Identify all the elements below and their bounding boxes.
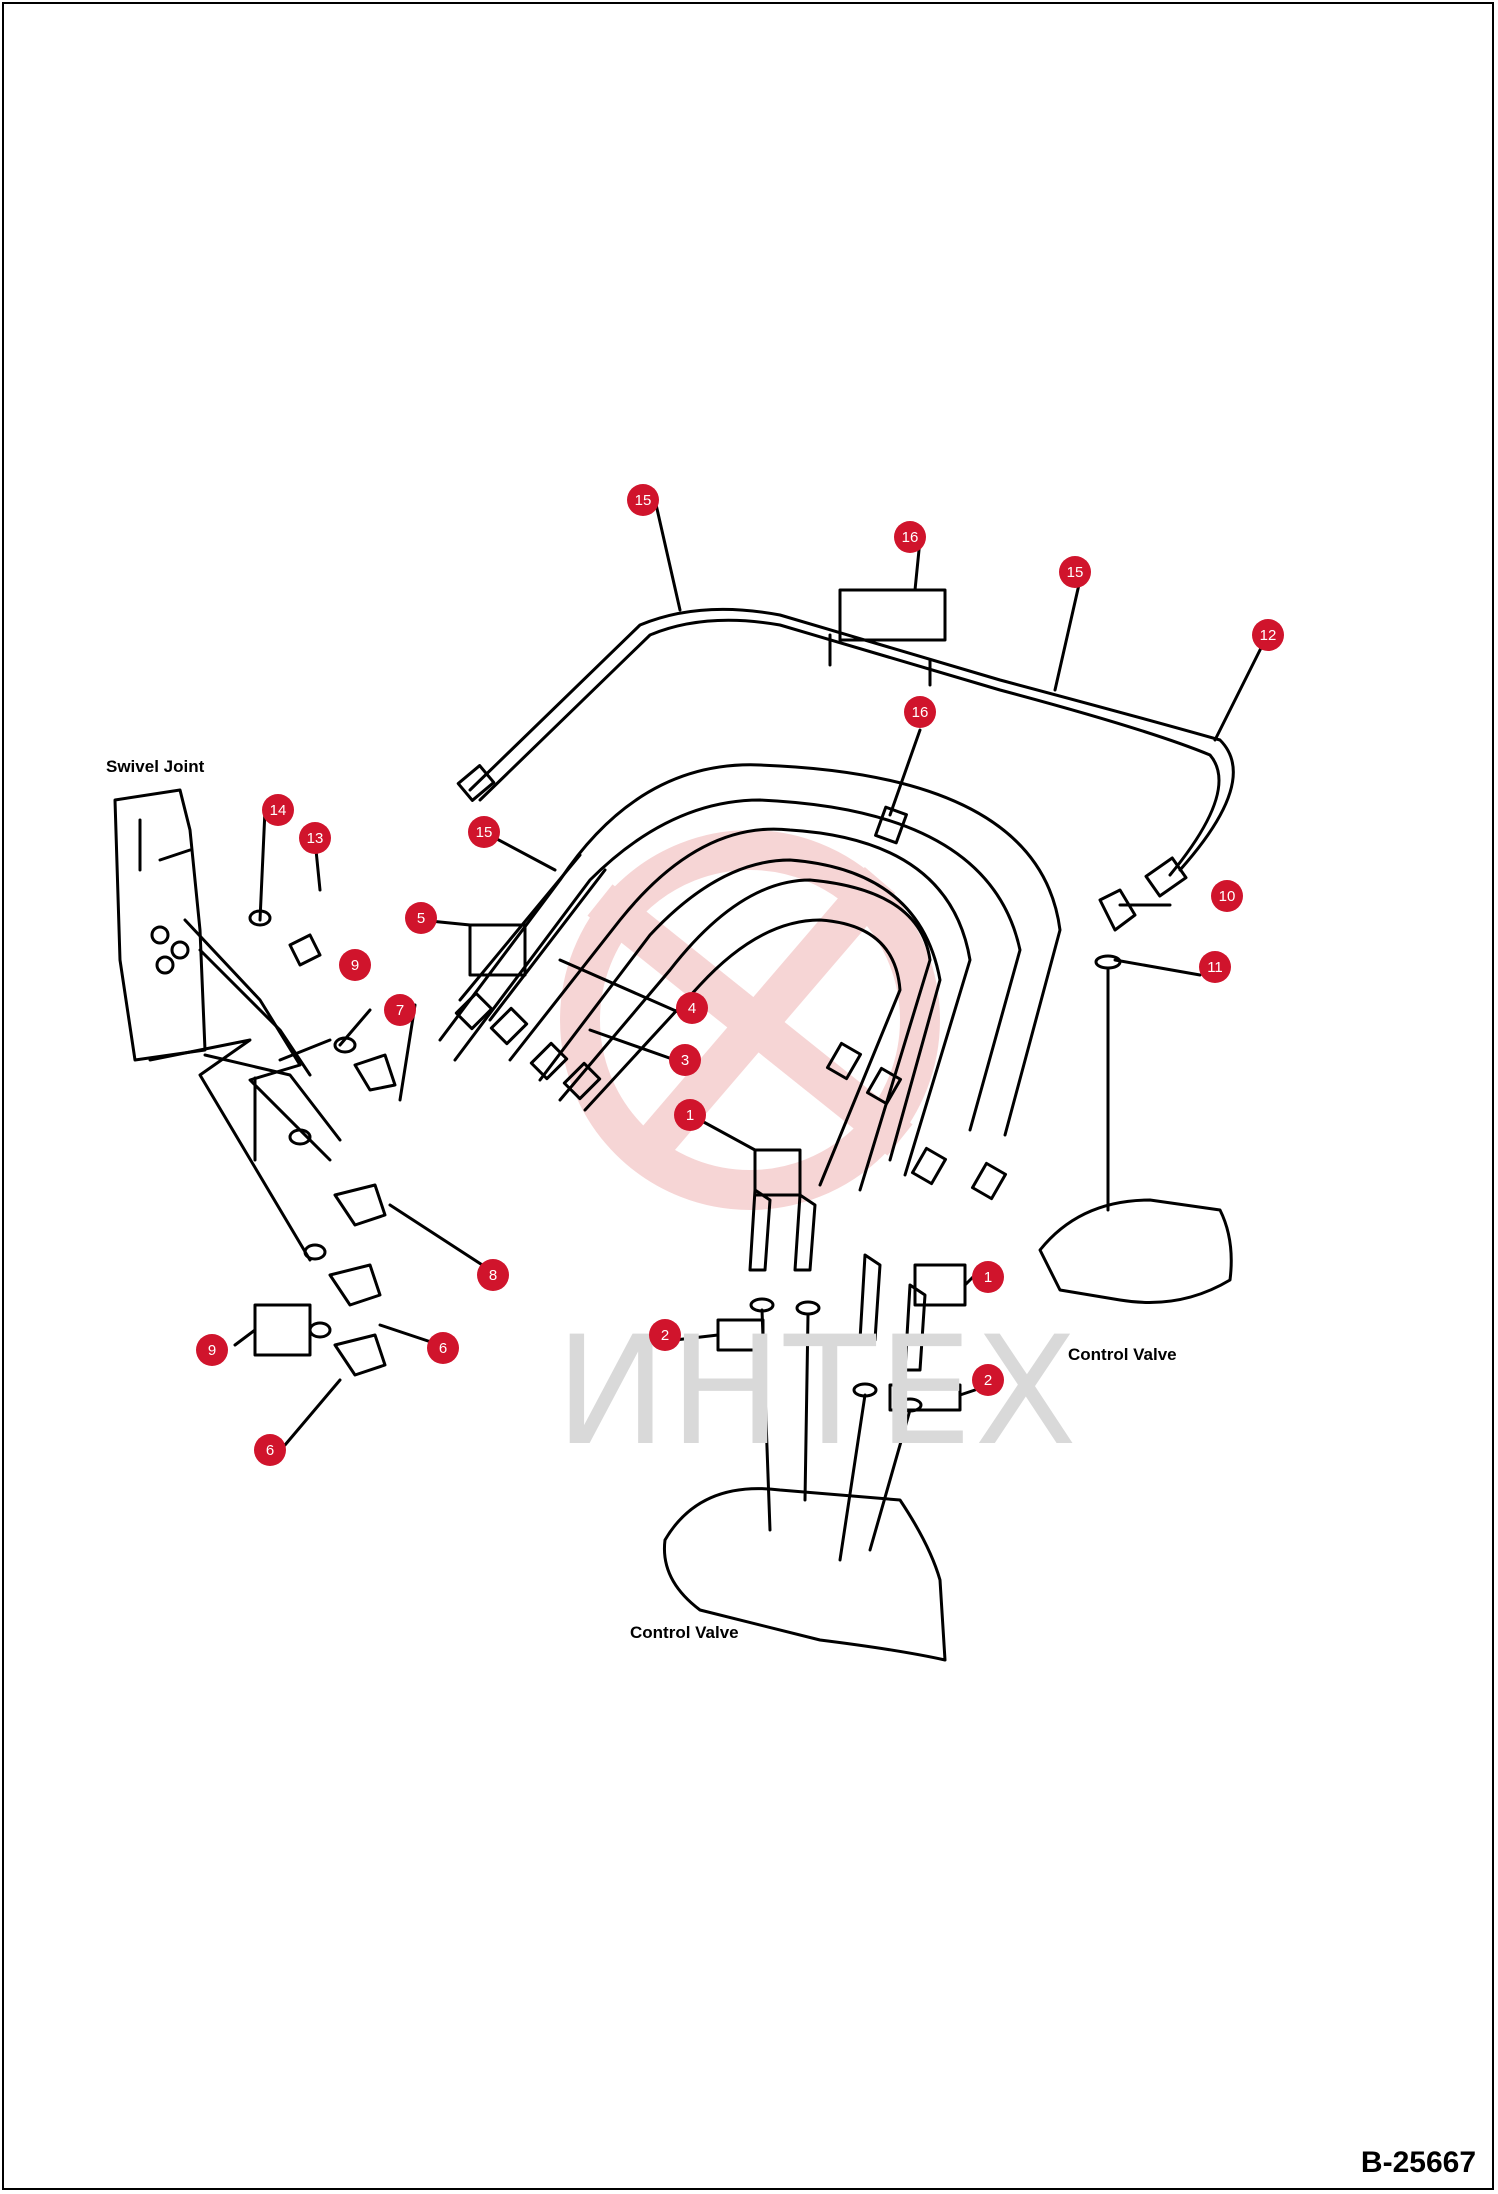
callout-badge[interactable]: 11 — [1199, 951, 1231, 983]
hose-u-outer — [438, 763, 1062, 1137]
callout-badge[interactable]: 1 — [972, 1261, 1004, 1293]
callout-badge[interactable]: 9 — [339, 949, 371, 981]
control-valve-bottom-label: Control Valve — [630, 1623, 739, 1642]
callout-badge[interactable]: 4 — [676, 992, 708, 1024]
callout-badge[interactable]: 15 — [627, 484, 659, 516]
callout-badge[interactable]: 2 — [649, 1319, 681, 1351]
control-valve-right-body — [1038, 1198, 1233, 1304]
callout-badge[interactable]: 13 — [299, 822, 331, 854]
callout-badge[interactable]: 6 — [427, 1332, 459, 1364]
callout-badge[interactable]: 14 — [262, 794, 294, 826]
control-valve-right-label: Control Valve — [1068, 1345, 1177, 1364]
callout-badge[interactable]: 5 — [405, 902, 437, 934]
hose-u-mid — [508, 827, 972, 1177]
hose-u-inner — [558, 878, 932, 1192]
callout-badge[interactable]: 16 — [894, 521, 926, 553]
callout-badge[interactable]: 16 — [904, 696, 936, 728]
callout-badge[interactable]: 1 — [674, 1099, 706, 1131]
callout-badge[interactable]: 15 — [468, 816, 500, 848]
callout-badge[interactable]: 3 — [669, 1044, 701, 1076]
control-valve-bottom-body — [662, 1487, 947, 1662]
intex-watermark: ИНТЕХ — [555, 1305, 1080, 1479]
swivel-joint-label: Swivel Joint — [106, 757, 205, 776]
callout-badge[interactable]: 2 — [972, 1364, 1004, 1396]
callout-badge[interactable]: 9 — [196, 1334, 228, 1366]
callout-badge[interactable]: 6 — [254, 1434, 286, 1466]
callout-badge[interactable]: 12 — [1252, 619, 1284, 651]
logo-watermark — [560, 830, 940, 1210]
hose-15-top — [468, 607, 1235, 872]
callout-badge[interactable]: 7 — [384, 994, 416, 1026]
callout-badge[interactable]: 10 — [1211, 880, 1243, 912]
drawing-code: B-25667 — [1360, 2146, 1476, 2179]
callout-badge[interactable]: 15 — [1059, 556, 1091, 588]
callout-badge[interactable]: 8 — [477, 1259, 509, 1291]
swivel-joint-body — [113, 788, 207, 1062]
